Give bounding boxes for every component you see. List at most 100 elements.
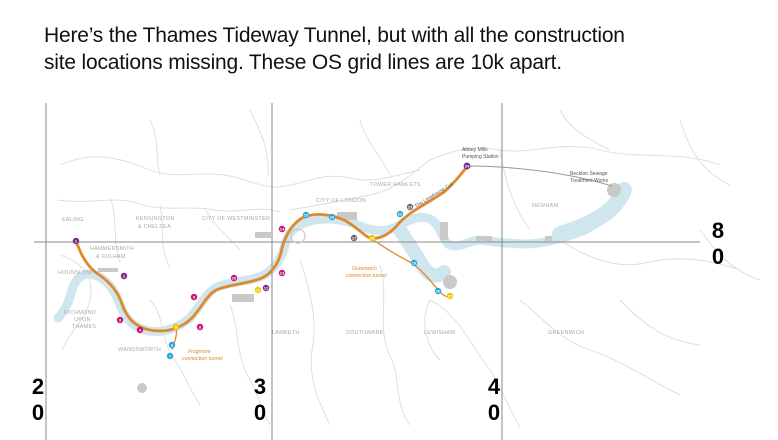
- marker-6: 6: [168, 341, 176, 349]
- landmark-beckton: [607, 183, 621, 197]
- svg-text:21: 21: [448, 293, 453, 298]
- marker-17: 17: [350, 234, 358, 242]
- svg-text:23: 23: [408, 204, 413, 209]
- landmark-greenwich: [443, 275, 457, 289]
- grid-label-northing-80-top: 8: [711, 218, 725, 243]
- svg-text:5: 5: [175, 324, 178, 329]
- site-labels: Abbey Mills Pumping Station Beckton Sewa…: [414, 147, 609, 210]
- caption-line-1: Here’s the Thames Tideway Tunnel, but wi…: [44, 24, 625, 47]
- marker-1: 1: [72, 237, 80, 245]
- marker-10: 10: [230, 274, 238, 282]
- landmark-hammersmith-bridge: [98, 268, 118, 272]
- borough-boundaries: [57, 109, 761, 429]
- site-label-abbey-mills-2: Pumping Station: [462, 154, 499, 160]
- marker-3: 3: [116, 316, 124, 324]
- landmark-tower-bridge: [337, 212, 357, 220]
- grid-label-easting-40-bottom: 0: [487, 400, 501, 425]
- landmark-o2: [476, 236, 492, 241]
- svg-text:2: 2: [123, 273, 126, 278]
- area-label-city: CITY OF LONDON: [316, 198, 366, 204]
- area-label-chelsea: & CHELSEA: [138, 224, 171, 230]
- svg-text:8: 8: [199, 324, 202, 329]
- area-label-hammersmith: HAMMERSMITH: [90, 246, 134, 252]
- area-label-newham: NEWHAM: [532, 203, 559, 209]
- marker-23: 23: [406, 203, 414, 211]
- tunnel-label-greenwich-1: Greenwich: [352, 266, 377, 272]
- caption-line-2: site locations missing. These OS grid li…: [44, 51, 562, 74]
- site-label-abbey-mills-1: Abbey Mills: [462, 147, 488, 153]
- site-label-beckton-1: Beckton Sewage: [570, 171, 608, 177]
- borough-labels: EALING KENSINGTON & CHELSEA CITY OF WEST…: [58, 182, 584, 353]
- svg-text:18: 18: [370, 235, 375, 240]
- abbey-mills-link: [467, 165, 613, 187]
- grid-label-northing-80-bottom: 0: [711, 244, 725, 269]
- landmark-canary-wharf: [440, 222, 448, 240]
- landmark-parliament: [255, 232, 271, 238]
- caption: Here’s the Thames Tideway Tunnel, but wi…: [44, 22, 744, 76]
- greenwich-connection-tunnel: [371, 238, 453, 298]
- marker-16: 16: [328, 213, 336, 221]
- marker-22: 22: [396, 210, 404, 218]
- marker-13: 13: [278, 269, 286, 277]
- marker-18: 18: [368, 234, 376, 242]
- svg-text:15: 15: [304, 212, 309, 217]
- tunnel-label-frogmore-1: Frogmore: [188, 349, 211, 355]
- svg-text:7: 7: [169, 353, 172, 358]
- landmark-ealing-icon: [545, 236, 552, 241]
- marker-5: 5: [172, 323, 180, 331]
- area-label-tower: TOWER HAMLETS: [370, 182, 421, 188]
- svg-text:14: 14: [280, 226, 285, 231]
- grid-label-easting-20-bottom: 0: [31, 400, 45, 425]
- area-label-hounslow: HOUNSLOW: [58, 270, 93, 276]
- marker-7: 7: [166, 352, 174, 360]
- grid-label-easting-30-top: 3: [253, 374, 267, 399]
- area-label-richmond-1: RICHMOND: [64, 310, 96, 316]
- svg-text:4: 4: [139, 327, 142, 332]
- river-estuary: [552, 182, 632, 242]
- svg-text:12: 12: [264, 285, 269, 290]
- landmark-battersea: [232, 294, 254, 302]
- tunnel-label-frogmore-2: connection tunnel: [182, 356, 224, 362]
- marker-21: 21: [446, 292, 454, 300]
- tunnel-labels: Greenwich connection tunnel Frogmore con…: [182, 266, 388, 362]
- marker-24: 24: [463, 162, 471, 170]
- svg-text:22: 22: [398, 211, 403, 216]
- area-label-richmond-2: UPON: [74, 317, 91, 323]
- marker-15: 15: [302, 211, 310, 219]
- area-label-richmond-3: THAMES: [72, 324, 96, 330]
- marker-8: 8: [196, 323, 204, 331]
- river-thames: [53, 182, 632, 336]
- grid-label-easting-20-top: 2: [31, 374, 45, 399]
- tunnel-label-greenwich-2: connection tunnel: [346, 273, 388, 279]
- marker-19: 19: [410, 259, 418, 267]
- marker-2: 2: [120, 272, 128, 280]
- marker-9: 9: [190, 293, 198, 301]
- marker-11: 11: [254, 286, 262, 294]
- area-label-kensington: KENSINGTON: [136, 216, 175, 222]
- svg-text:24: 24: [465, 163, 470, 168]
- main-tunnel-route: [74, 164, 470, 333]
- marker-20: 20: [434, 287, 442, 295]
- svg-text:10: 10: [232, 275, 237, 280]
- grid-label-easting-30-bottom: 0: [253, 400, 267, 425]
- area-label-southwark: SOUTHWARK: [346, 330, 384, 336]
- svg-text:3: 3: [119, 317, 122, 322]
- svg-text:20: 20: [436, 288, 441, 293]
- river-south-loop: [393, 223, 451, 283]
- marker-12: 12: [262, 284, 270, 292]
- svg-text:6: 6: [171, 342, 174, 347]
- landmark-wimbledon: [137, 383, 147, 393]
- landmark-london-eye: [290, 228, 306, 244]
- svg-text:1: 1: [75, 238, 78, 243]
- area-label-ealing: EALING: [62, 217, 84, 223]
- site-label-beckton-2: Treatment Works: [570, 178, 609, 184]
- marker-4: 4: [136, 326, 144, 334]
- svg-text:9: 9: [193, 294, 196, 299]
- svg-text:11: 11: [256, 287, 261, 292]
- svg-text:19: 19: [412, 260, 417, 265]
- site-markers: 1 2 3 4 5 6 7 8 9 10 11 12 13 14 15 16 1…: [72, 162, 471, 360]
- landmarks: [98, 183, 621, 393]
- area-label-lambeth: LAMBETH: [272, 330, 300, 336]
